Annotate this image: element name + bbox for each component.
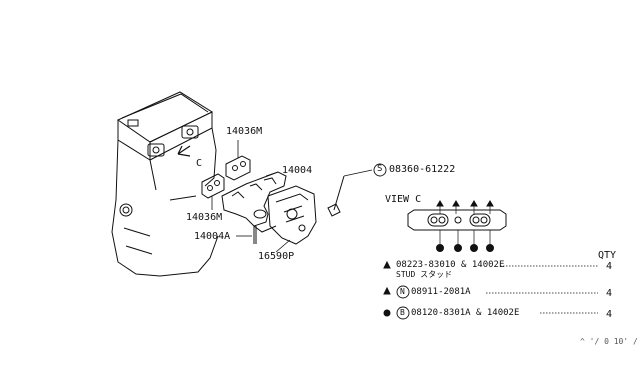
footer-code: ^ '/ 0 10' /: [580, 337, 638, 346]
bom-row-1-part: 08223-83010 & 14002E: [396, 260, 505, 270]
heat-shield: [267, 185, 317, 245]
bom-row-1-qty: 4: [606, 261, 613, 272]
bom-row-2-part: 08911-2081A: [411, 287, 471, 297]
bom-row-2-qty: 4: [606, 288, 613, 299]
callout-stud: 14004A: [194, 231, 231, 242]
gasket-upper: [225, 155, 251, 181]
bom-row-3-part: 08120-8301A & 14002E: [411, 308, 520, 318]
bom-dots: [486, 265, 598, 314]
bom-symbols: [383, 260, 410, 320]
bom-row-3-circle-letter: B: [400, 308, 405, 317]
callout-manifold: 14004: [282, 165, 313, 176]
bom-row-2-circle-letter: N: [400, 287, 405, 296]
bom-qty-header: QTY: [598, 250, 617, 261]
bom-row-3-qty: 4: [606, 309, 613, 320]
engine-block: [111, 91, 219, 277]
gasket-lower: [201, 173, 225, 199]
exhaust-manifold: [221, 171, 287, 233]
callout-bolt: 08360-61222: [389, 164, 456, 175]
bom-row-1-sub: STUD スタッド: [396, 270, 453, 279]
bolt-08360: [327, 175, 345, 217]
callout-bolt-circle-letter: S: [377, 164, 383, 174]
leader-lines: [211, 140, 373, 253]
callout-gasket-upper: 14036M: [226, 126, 263, 137]
stud-14004a: [253, 226, 257, 244]
view-arrow-label: C: [196, 158, 203, 169]
view-c-detail: [407, 200, 507, 252]
callout-heat-shield: 16590P: [258, 251, 295, 262]
view-c-label: VIEW C: [385, 194, 422, 205]
bolt-circle: [373, 163, 387, 177]
callout-gasket-lower: 14036M: [186, 212, 223, 223]
